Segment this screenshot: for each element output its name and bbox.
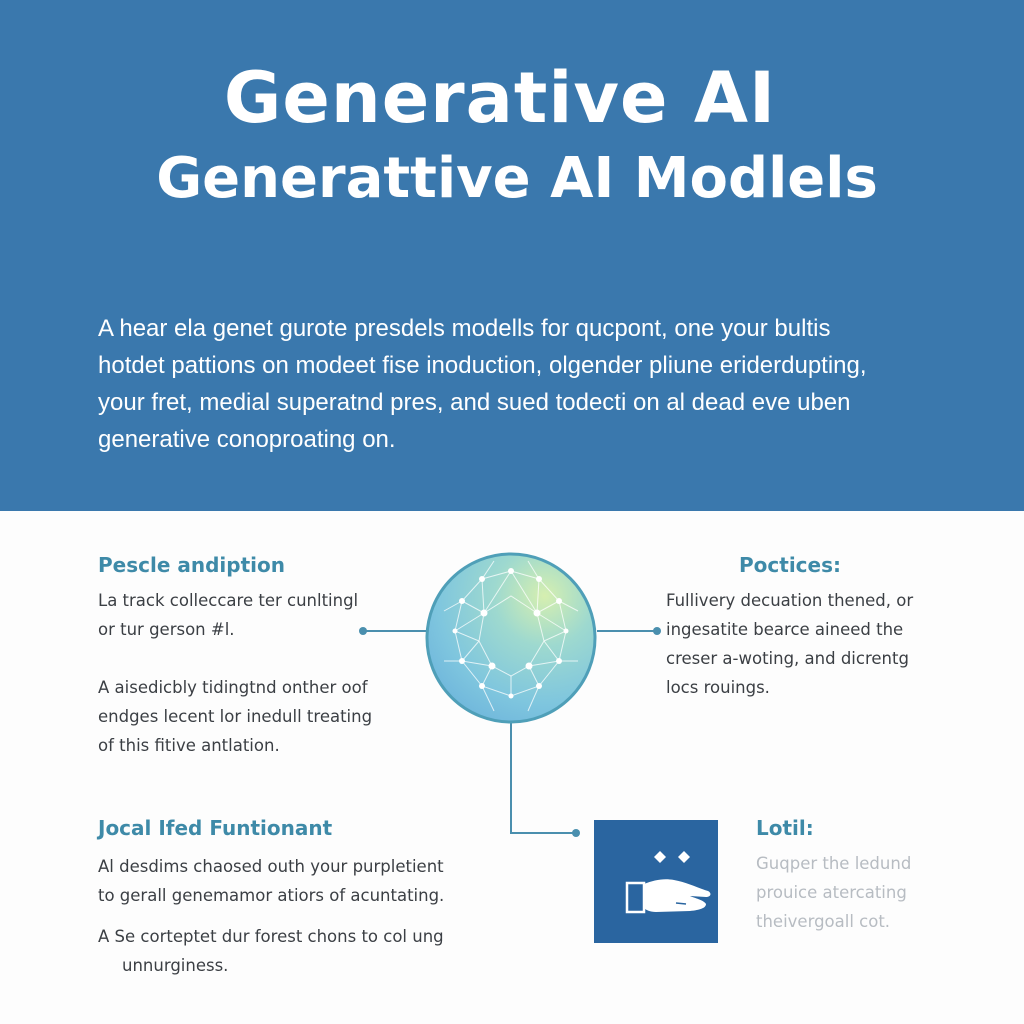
- connector-line-bottom: [510, 832, 576, 834]
- page-subtitle: Generattive AI Modlels: [156, 146, 878, 211]
- text-line: Al desdims chaosed outh your purpletient: [98, 857, 444, 876]
- intro-line: A hear ela genet gurote presdels modells…: [98, 315, 831, 342]
- section-text-top-right: Fullivery decuation thened, or ingesatit…: [666, 586, 966, 702]
- text-line: endges lecent lor inedull treating: [98, 707, 373, 726]
- intro-text: A hear ela genet gurote presdels modells…: [98, 310, 928, 458]
- text-line: to gerall genemamor atiors of acuntating…: [98, 886, 445, 905]
- paragraph: A Se corteptet dur forest chons to col u…: [98, 922, 478, 980]
- section-text-top-left: La track colleccare ter cunltingl or tur…: [98, 586, 398, 760]
- hero-banner: Generative AI Generattive AI Modlels A h…: [0, 0, 1024, 511]
- text-line: or tur gerson #l.: [98, 620, 235, 639]
- neural-network-globe-icon: [424, 551, 598, 725]
- connector-dot-bottom: [572, 829, 580, 837]
- section-title-bottom-left: Jocal Ifed Funtionant: [98, 816, 333, 840]
- section-text-bottom-right: Guqper the ledund prouice atercating the…: [756, 849, 976, 936]
- text-line: Fullivery decuation thened, or: [666, 591, 914, 610]
- connector-line-right: [597, 630, 657, 632]
- connector-line-down: [510, 722, 512, 834]
- section-title-top-right: Poctices:: [739, 553, 841, 577]
- paragraph: La track colleccare ter cunltingl or tur…: [98, 586, 398, 644]
- page-title: Generative AI: [223, 57, 777, 139]
- text-line: La track colleccare ter cunltingl: [98, 591, 359, 610]
- text-line: Guqper the ledund: [756, 854, 912, 873]
- text-line: unnurginess.: [122, 956, 229, 975]
- intro-line: your fret, medial superatnd pres, and su…: [98, 389, 851, 416]
- text-line: creser a-woting, and dicrentg: [666, 649, 909, 668]
- section-title-bottom-right: Lotil:: [756, 816, 814, 840]
- intro-line: generative conoproating on.: [98, 426, 396, 453]
- paragraph: A aisedicbly tidingtnd onther oof endges…: [98, 673, 398, 760]
- connector-dot-right: [653, 627, 661, 635]
- text-line: A Se corteptet dur forest chons to col u…: [98, 927, 444, 946]
- text-line: A aisedicbly tidingtnd onther oof: [98, 678, 368, 697]
- text-line: ingesatite bearce aineed the: [666, 620, 904, 639]
- text-line: theivergoall cot.: [756, 912, 891, 931]
- text-line: prouice atercating: [756, 883, 907, 902]
- hand-with-sparkles-icon: [625, 851, 711, 914]
- text-line: of this fitive antlation.: [98, 736, 280, 755]
- section-text-bottom-left: Al desdims chaosed outh your purpletient…: [98, 852, 478, 980]
- intro-line: hotdet pattions on modeet fise inoductio…: [98, 352, 867, 379]
- feature-box: [594, 820, 718, 943]
- connector-line-left: [363, 630, 426, 632]
- section-title-top-left: Pescle andiption: [98, 553, 285, 577]
- text-line: locs rouings.: [666, 678, 770, 697]
